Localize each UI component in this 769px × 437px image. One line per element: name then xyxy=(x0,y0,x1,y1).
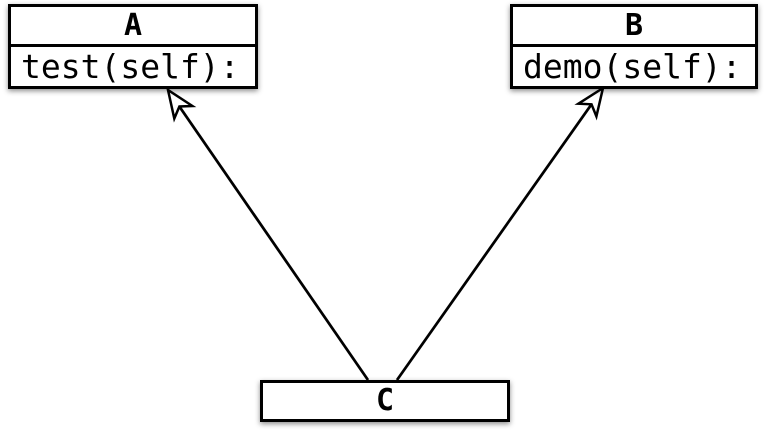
class-a-method: test(self): xyxy=(21,47,240,86)
hollow-arrowhead-icon xyxy=(574,85,605,121)
class-b-method: demo(self): xyxy=(523,47,742,86)
class-c-name: C xyxy=(375,383,395,418)
class-box-c: C xyxy=(260,380,510,422)
arrow-c-to-a-shaft xyxy=(166,89,370,381)
arrow-c-to-b xyxy=(395,85,605,381)
hollow-arrowhead-icon xyxy=(166,87,197,123)
arrow-c-to-a xyxy=(166,87,370,381)
class-b-name: B xyxy=(513,7,755,47)
class-box-a: A test(self): xyxy=(8,4,258,89)
arrow-c-to-b-shaft xyxy=(395,87,605,381)
class-a-name: A xyxy=(11,7,255,47)
class-box-b: B demo(self): xyxy=(510,4,758,89)
